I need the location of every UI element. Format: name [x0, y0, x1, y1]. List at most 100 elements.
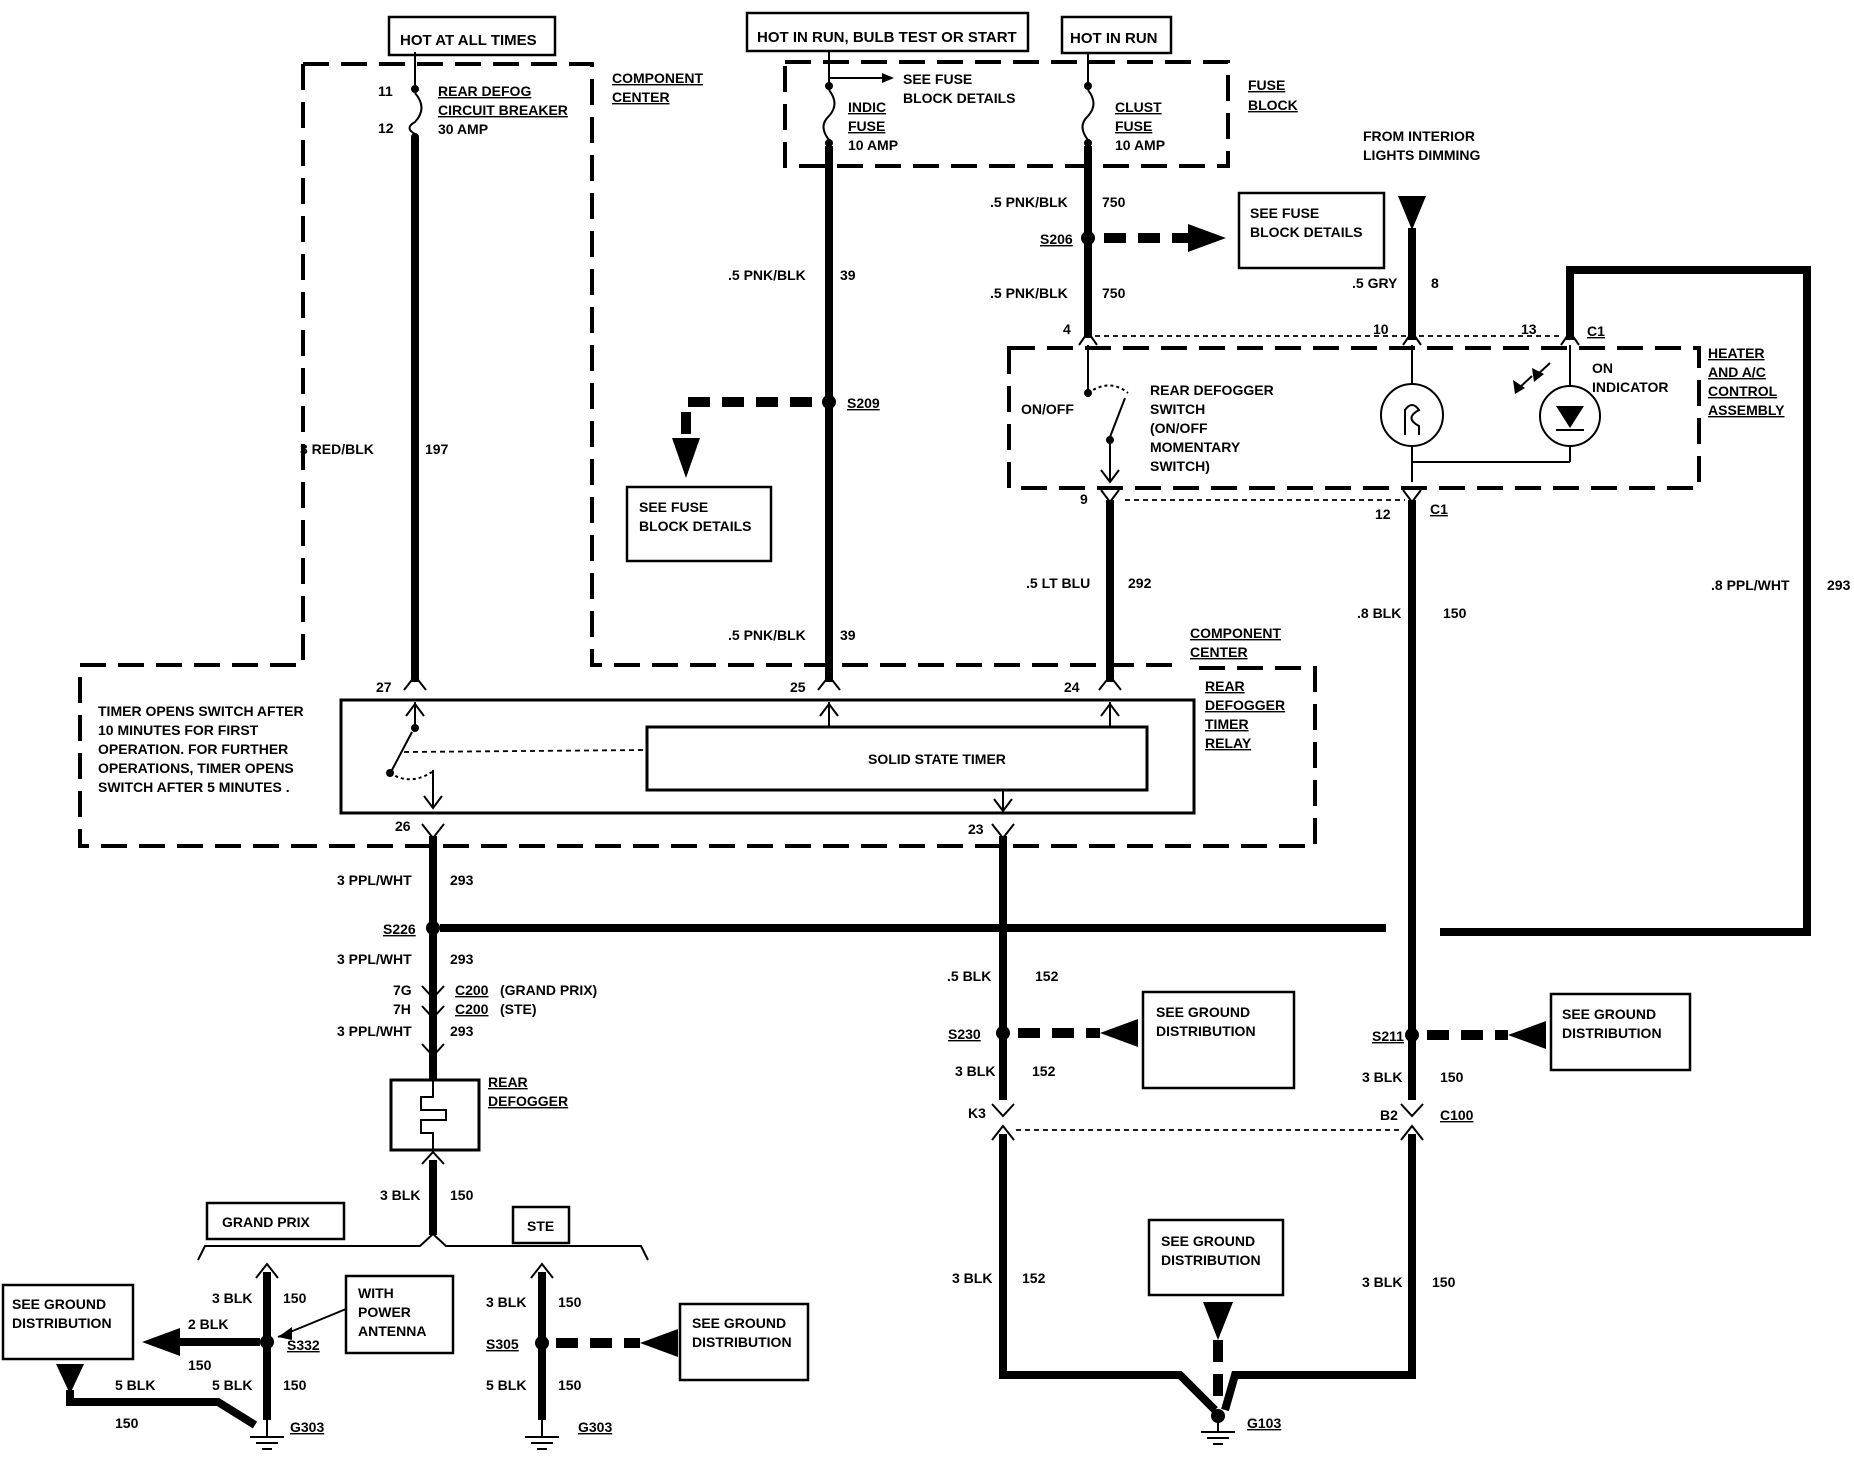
svg-text:REAR: REAR	[488, 1074, 528, 1090]
svg-text:750: 750	[1102, 194, 1126, 210]
svg-text:3 BLK: 3 BLK	[1362, 1274, 1402, 1290]
component-center-label-top: COMPONENT CENTER	[612, 70, 703, 105]
svg-text:150: 150	[558, 1294, 582, 1310]
svg-text:12: 12	[1375, 506, 1391, 522]
source-hot-at-all-times: HOT AT ALL TIMES	[387, 15, 557, 57]
wire-152-label-c: 3 BLK 152	[952, 1270, 1046, 1286]
wire-292-label: .5 LT BLU 292	[1026, 575, 1152, 591]
svg-text:GRAND PRIX: GRAND PRIX	[222, 1214, 311, 1230]
svg-text:ON: ON	[1592, 360, 1613, 376]
svg-text:13: 13	[1521, 321, 1537, 337]
g103-arrow	[1203, 1302, 1233, 1340]
component-center-boundary-left2	[78, 64, 1317, 848]
svg-text:S230: S230	[948, 1026, 981, 1042]
solid-state-timer-label: SOLID STATE TIMER	[868, 751, 1006, 767]
svg-text:HOT IN RUN: HOT IN RUN	[1070, 30, 1158, 47]
s209-branch-wire	[681, 397, 812, 438]
svg-text:POWER: POWER	[358, 1304, 411, 1320]
svg-text:S332: S332	[287, 1337, 320, 1353]
wire-293-label-b: 3 PPL/WHT 293	[337, 951, 474, 967]
svg-text:K3: K3	[968, 1105, 986, 1121]
svg-text:FROM INTERIOR: FROM INTERIOR	[1363, 128, 1475, 144]
c200-lower-pin	[421, 1043, 445, 1058]
svg-text:B2: B2	[1380, 1107, 1398, 1123]
svg-text:SWITCH AFTER 5 MINUTES .: SWITCH AFTER 5 MINUTES .	[98, 779, 290, 795]
wire-293-right-loop	[1440, 266, 1811, 936]
svg-text:CENTER: CENTER	[612, 89, 670, 105]
relay-pins-bottom: 26 23	[395, 818, 1015, 840]
svg-text:SEE GROUND: SEE GROUND	[1562, 1006, 1656, 1022]
svg-text:BLOCK: BLOCK	[1248, 97, 1298, 113]
svg-text:150: 150	[283, 1377, 307, 1393]
svg-text:3 BLK: 3 BLK	[1362, 1069, 1402, 1085]
wire-8-label: .5 GRY 8	[1352, 275, 1439, 291]
svg-text:27: 27	[376, 679, 392, 695]
svg-text:3 PPL/WHT: 3 PPL/WHT	[337, 872, 412, 888]
wire-150-gp-label-2: 5 BLK 150	[115, 1377, 155, 1431]
svg-text:FUSE: FUSE	[848, 118, 885, 134]
svg-text:SEE GROUND: SEE GROUND	[1156, 1004, 1250, 1020]
on-indicator-led-icon: ON INDICATOR	[1412, 345, 1668, 463]
svg-text:150: 150	[1432, 1274, 1456, 1290]
wire-39-label-b: .5 PNK/BLK 39	[728, 627, 856, 643]
svg-text:MOMENTARY: MOMENTARY	[1150, 439, 1241, 455]
svg-text:CENTER: CENTER	[1190, 644, 1248, 660]
svg-text:750: 750	[1102, 285, 1126, 301]
rear-defogger-element: REAR DEFOGGER	[389, 1074, 568, 1152]
rear-defog-circuit-breaker: 11 12 REAR DEFOG CIRCUIT BREAKER 30 AMP	[378, 52, 568, 141]
svg-text:150: 150	[558, 1377, 582, 1393]
wire-293-label-a: 3 PPL/WHT 293	[337, 872, 474, 888]
relay-internal-switch	[386, 702, 1120, 813]
see-ground-distribution-box-4: SEE GROUND DISTRIBUTION	[1549, 992, 1692, 1072]
svg-text:7G: 7G	[393, 982, 412, 998]
svg-text:3 BLK: 3 BLK	[380, 1187, 420, 1203]
option-split-bracket	[197, 1232, 649, 1261]
svg-text:WITH: WITH	[358, 1285, 394, 1301]
wire-150-gp-ground	[66, 1390, 258, 1429]
svg-text:3 PPL/WHT: 3 PPL/WHT	[337, 951, 412, 967]
svg-text:3 BLK: 3 BLK	[952, 1270, 992, 1286]
s206-branch-arrow	[1188, 224, 1226, 252]
svg-text:REAR: REAR	[1205, 678, 1245, 694]
svg-text:SEE GROUND: SEE GROUND	[692, 1315, 786, 1331]
svg-text:39: 39	[840, 267, 856, 283]
svg-text:G303: G303	[578, 1419, 612, 1435]
svg-text:152: 152	[1035, 968, 1059, 984]
wire-150-gp-label-4: 5 BLK 150	[212, 1377, 307, 1393]
ground-g303-grand-prix: G303	[250, 1419, 324, 1450]
svg-text:7H: 7H	[393, 1001, 411, 1017]
svg-text:10: 10	[1373, 321, 1389, 337]
connector-c100: K3 B2 C100	[968, 1103, 1474, 1141]
s209-branch-arrow	[672, 438, 700, 478]
interior-lights-arrow	[1398, 196, 1426, 230]
splice-s206: S206	[1040, 231, 1095, 247]
clust-fuse: CLUST FUSE 10 AMP	[1081, 52, 1165, 153]
solid-state-timer-box	[645, 725, 1149, 792]
hvac-control-boundary	[1007, 346, 1701, 490]
svg-text:C1: C1	[1587, 323, 1605, 339]
splice-s230: S230	[948, 1026, 1010, 1042]
wire-150-label-d: 3 BLK 150	[1362, 1274, 1456, 1290]
svg-text:(GRAND PRIX): (GRAND PRIX)	[500, 982, 597, 998]
svg-text:BLOCK DETAILS: BLOCK DETAILS	[639, 518, 752, 534]
wire-150-c1-label: .8 BLK 150	[1357, 605, 1467, 621]
svg-text:FUSE: FUSE	[1248, 77, 1285, 93]
svg-text:SEE GROUND: SEE GROUND	[1161, 1233, 1255, 1249]
svg-text:.5 PNK/BLK: .5 PNK/BLK	[990, 194, 1068, 210]
ste-top-pin	[530, 1262, 554, 1279]
svg-text:FUSE: FUSE	[1115, 118, 1152, 134]
svg-text:C200: C200	[455, 1001, 489, 1017]
wire-152-label-a: .5 BLK 152	[947, 968, 1059, 984]
svg-text:S209: S209	[847, 395, 880, 411]
see-fuse-block-details-box-1: SEE FUSE BLOCK DETAILS	[625, 485, 773, 563]
svg-text:HOT IN RUN, BULB TEST OR START: HOT IN RUN, BULB TEST OR START	[757, 29, 1017, 46]
svg-text:OPERATIONS, TIMER OPENS: OPERATIONS, TIMER OPENS	[98, 760, 294, 776]
splice-s209: S209	[822, 395, 880, 411]
indic-fuse: INDIC FUSE 10 AMP	[822, 50, 898, 153]
s305-ground-arrow	[640, 1329, 678, 1357]
wire-150-ste-label-2: 5 BLK 150	[486, 1377, 582, 1393]
svg-text:REAR DEFOGGER: REAR DEFOGGER	[1150, 382, 1274, 398]
timer-note: TIMER OPENS SWITCH AFTER 10 MINUTES FOR …	[98, 703, 304, 795]
